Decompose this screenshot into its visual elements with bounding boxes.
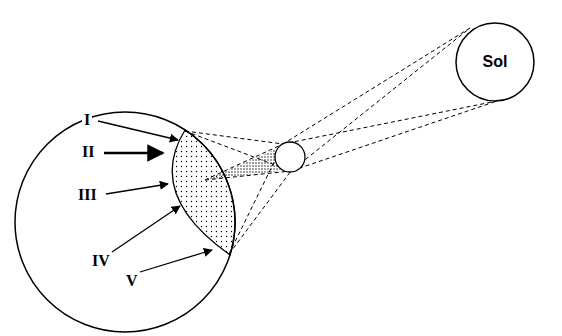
sun-circle: Sol xyxy=(455,22,535,102)
callout-number: IV xyxy=(90,252,112,270)
callout-number: II xyxy=(80,143,96,161)
sun-outline xyxy=(456,23,534,101)
sun-label: Sol xyxy=(483,53,508,71)
callout-number: V xyxy=(124,272,140,290)
light-rays xyxy=(185,28,497,254)
moon-circle xyxy=(275,142,305,172)
shadow-region xyxy=(172,130,235,255)
callout-number: I xyxy=(82,111,92,129)
earth-circle xyxy=(15,112,235,332)
callout-arrows xyxy=(98,121,212,272)
callout-number: III xyxy=(76,186,99,204)
